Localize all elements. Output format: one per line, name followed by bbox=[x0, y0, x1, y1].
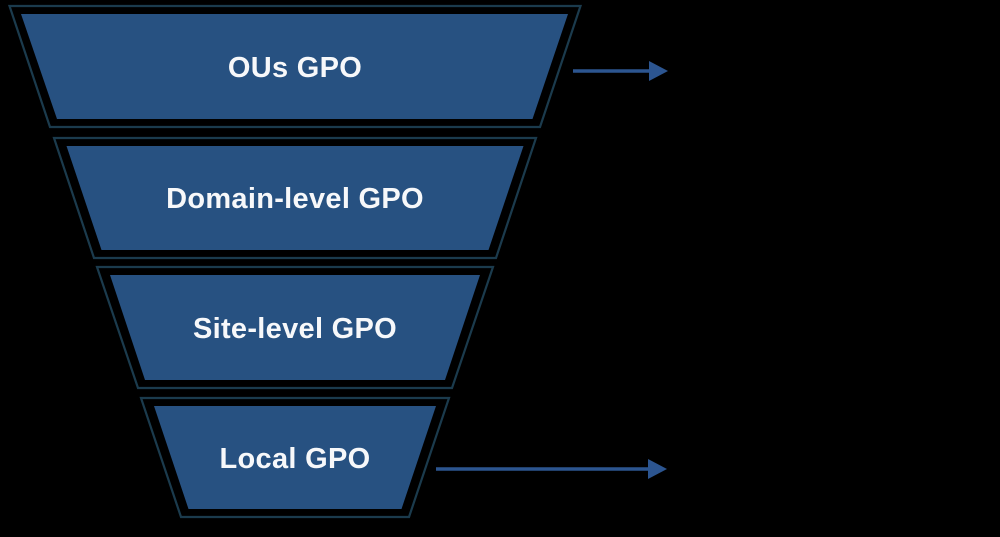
funnel-level-domain-gpo-outline bbox=[52, 136, 538, 260]
funnel-level-site-gpo: Site-level GPO bbox=[95, 265, 495, 390]
funnel-level-site-gpo-label: Site-level GPO bbox=[193, 313, 397, 345]
funnel-level-local-gpo-shape bbox=[154, 406, 436, 509]
bottom-arrow-right-icon bbox=[436, 459, 667, 479]
funnel-level-ous-gpo-outline bbox=[7, 4, 583, 129]
funnel-level-site-gpo-shape bbox=[110, 275, 480, 380]
funnel-level-ous-gpo-label: OUs GPO bbox=[228, 52, 362, 84]
bottom-arrow-head bbox=[648, 459, 667, 479]
funnel-level-site-gpo-outline bbox=[95, 265, 495, 390]
top-arrow-head bbox=[649, 61, 668, 81]
funnel-level-local-gpo: Local GPO bbox=[139, 396, 451, 519]
funnel-level-local-gpo-label: Local GPO bbox=[220, 443, 371, 475]
top-arrow-right-icon bbox=[573, 61, 668, 81]
funnel-level-ous-gpo-shape bbox=[21, 14, 568, 119]
funnel-level-local-gpo-outline bbox=[139, 396, 451, 519]
funnel-level-domain-gpo-shape bbox=[66, 146, 524, 250]
funnel-level-ous-gpo: OUs GPO bbox=[7, 4, 583, 129]
funnel-level-domain-gpo-label: Domain-level GPO bbox=[166, 183, 424, 215]
funnel-level-domain-gpo: Domain-level GPO bbox=[52, 136, 538, 260]
